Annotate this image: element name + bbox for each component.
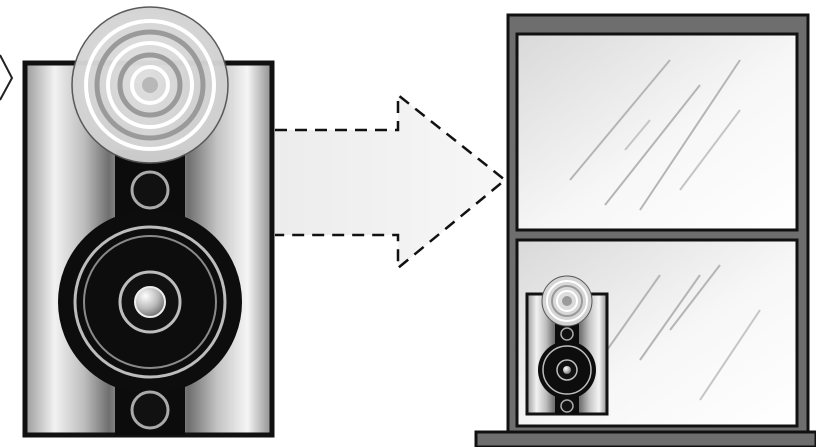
woofer — [59, 211, 241, 393]
dashed-arrow — [275, 95, 505, 268]
cabinet-base — [476, 432, 816, 447]
large-speaker — [25, 7, 272, 435]
small-speaker — [527, 276, 607, 414]
tweeter — [72, 7, 228, 163]
display-cabinet — [476, 15, 816, 447]
dust-cap — [135, 287, 165, 317]
upper-port — [132, 172, 168, 208]
chevron-right-icon — [0, 55, 12, 100]
upper-shelf — [517, 34, 797, 230]
lower-port — [132, 392, 168, 428]
